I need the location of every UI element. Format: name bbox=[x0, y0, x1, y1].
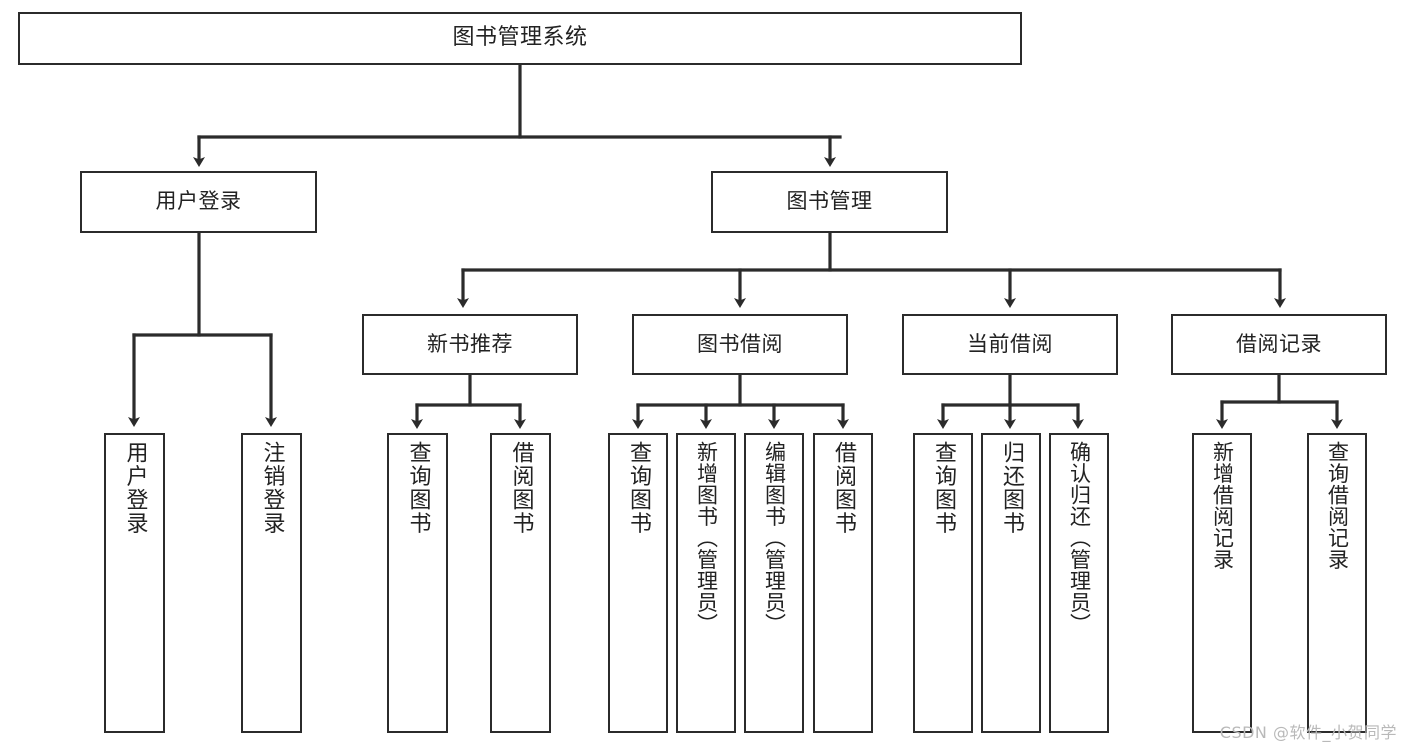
node-leaf-edit-book-admin-label: 编辑图书（管理员） bbox=[762, 441, 787, 635]
node-leaf-return-book[interactable]: 归还图书 bbox=[981, 433, 1041, 733]
node-leaf-add-book-admin-label: 新增图书（管理员） bbox=[694, 441, 719, 635]
node-leaf-borrow-book[interactable]: 借阅图书 bbox=[813, 433, 873, 733]
node-borrow-record-label: 借阅记录 bbox=[1236, 331, 1322, 356]
node-leaf-borrow-book-label: 借阅图书 bbox=[831, 441, 856, 535]
node-user-login[interactable]: 用户登录 bbox=[80, 171, 317, 233]
node-leaf-add-book-admin[interactable]: 新增图书（管理员） bbox=[676, 433, 736, 733]
node-new-book-recommend-label: 新书推荐 bbox=[427, 331, 513, 356]
watermark-text: CSDN @软件_小贺同学 bbox=[1219, 723, 1397, 742]
node-leaf-query-book-borrow-label: 查询图书 bbox=[626, 441, 651, 535]
node-leaf-query-book-borrow[interactable]: 查询图书 bbox=[608, 433, 668, 733]
node-root[interactable]: 图书管理系统 bbox=[18, 12, 1022, 65]
node-borrow-record[interactable]: 借阅记录 bbox=[1171, 314, 1387, 375]
node-root-label: 图书管理系统 bbox=[452, 25, 588, 51]
node-book-management[interactable]: 图书管理 bbox=[711, 171, 948, 233]
node-leaf-user-login[interactable]: 用户登录 bbox=[104, 433, 165, 733]
node-leaf-borrow-book-recommend[interactable]: 借阅图书 bbox=[490, 433, 551, 733]
node-leaf-logout[interactable]: 注销登录 bbox=[241, 433, 302, 733]
node-book-borrow-label: 图书借阅 bbox=[697, 331, 783, 356]
node-new-book-recommend[interactable]: 新书推荐 bbox=[362, 314, 578, 375]
node-leaf-borrow-book-recommend-label: 借阅图书 bbox=[508, 441, 534, 535]
node-leaf-confirm-return-admin[interactable]: 确认归还（管理员） bbox=[1049, 433, 1109, 733]
node-leaf-return-book-label: 归还图书 bbox=[999, 441, 1024, 535]
node-book-management-label: 图书管理 bbox=[786, 189, 873, 214]
node-book-borrow[interactable]: 图书借阅 bbox=[632, 314, 848, 375]
node-user-login-label: 用户登录 bbox=[155, 189, 242, 214]
node-leaf-query-book-current[interactable]: 查询图书 bbox=[913, 433, 973, 733]
node-leaf-add-borrow-record-label: 新增借阅记录 bbox=[1210, 441, 1235, 570]
node-leaf-user-login-label: 用户登录 bbox=[122, 441, 148, 535]
node-leaf-edit-book-admin[interactable]: 编辑图书（管理员） bbox=[744, 433, 804, 733]
node-leaf-confirm-return-admin-label: 确认归还（管理员） bbox=[1067, 441, 1092, 635]
node-current-borrow[interactable]: 当前借阅 bbox=[902, 314, 1118, 375]
node-current-borrow-label: 当前借阅 bbox=[967, 331, 1053, 356]
node-leaf-query-book-current-label: 查询图书 bbox=[931, 441, 956, 535]
node-leaf-query-book-recommend[interactable]: 查询图书 bbox=[387, 433, 448, 733]
node-leaf-query-borrow-record[interactable]: 查询借阅记录 bbox=[1307, 433, 1367, 733]
node-leaf-query-book-recommend-label: 查询图书 bbox=[405, 441, 431, 535]
node-leaf-query-borrow-record-label: 查询借阅记录 bbox=[1325, 441, 1350, 570]
node-leaf-logout-label: 注销登录 bbox=[259, 441, 285, 535]
node-leaf-add-borrow-record[interactable]: 新增借阅记录 bbox=[1192, 433, 1252, 733]
